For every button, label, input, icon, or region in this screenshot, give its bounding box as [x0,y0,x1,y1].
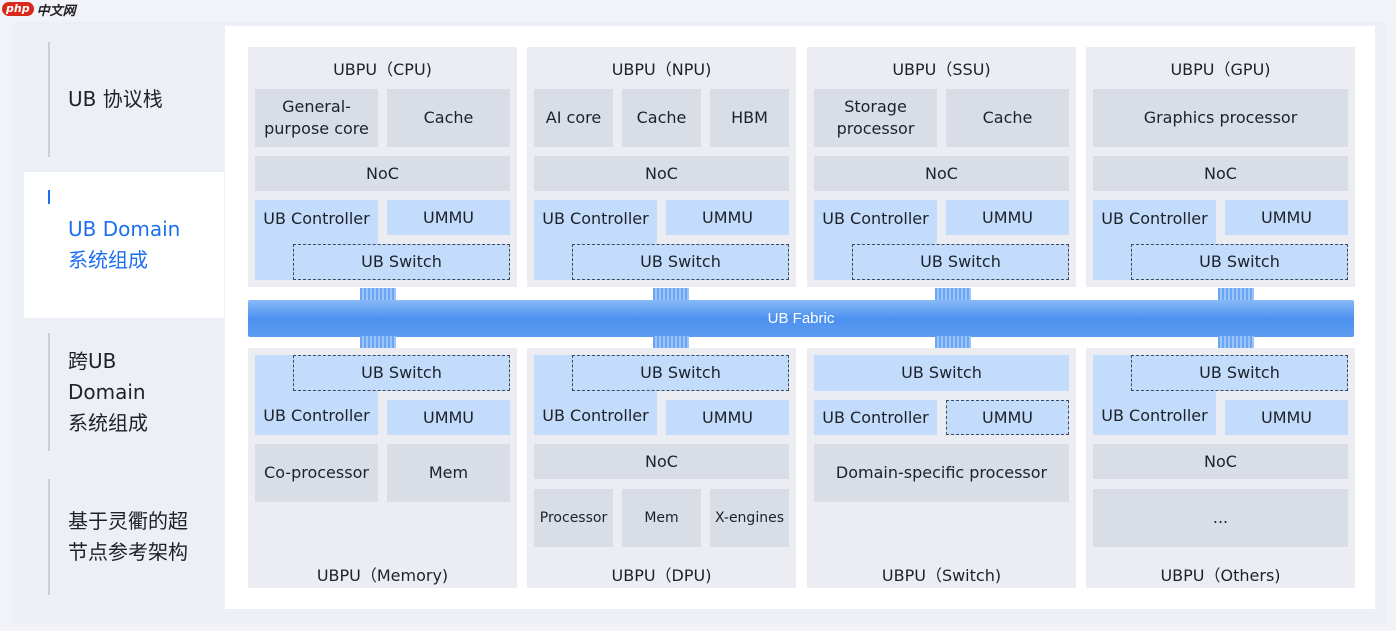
graphics-processor-block: Graphics processor [1093,89,1348,147]
nav-item-supernode-reference[interactable]: 基于灵衢的超 节点参考架构 [24,479,224,595]
ummu-block: UMMU [666,200,789,235]
fabric-connector [1218,336,1254,348]
watermark-badge: php [2,2,34,16]
ai-core-block: AI core [534,89,613,147]
ub-switch-block: UB Switch [1131,244,1348,280]
ub-switch-block: UB Switch [572,355,789,391]
noc-block: NoC [255,156,510,191]
fabric-connector [360,336,396,348]
cache-block: Cache [622,89,701,147]
noc-block: NoC [814,156,1069,191]
noc-block: NoC [534,444,789,479]
cache-block: Cache [946,89,1069,147]
nav-divider [48,479,50,595]
general-purpose-core-block: General- purpose core [255,89,378,147]
panel-title: UBPU（Switch) [881,566,1002,585]
ubpu-cpu-panel: UBPU（CPU) General- purpose core Cache No… [248,47,517,287]
ub-controller-label: UB Controller [822,209,929,228]
ubpu-memory-panel: UB Controller UB Switch UMMU Co-processo… [248,348,517,588]
ubpu-others-panel: UB Controller UB Switch UMMU NoC ... UBP… [1086,348,1355,588]
mem-block: Mem [387,444,510,502]
ub-fabric-label: UB Fabric [767,310,835,327]
nav-item-label: UB Domain 系统组成 [68,217,181,272]
ub-switch-block: UB Switch [293,355,510,391]
ub-switch-block: UB Switch [572,244,789,280]
others-ellipsis-block: ... [1093,489,1348,547]
ub-controller-label: UB Controller [263,209,370,228]
noc-block: NoC [534,156,789,191]
ub-controller-label: UB Controller [1101,209,1208,228]
ubpu-gpu-panel: UBPU（GPU) Graphics processor NoC UB Cont… [1086,47,1355,287]
noc-block: NoC [1093,156,1348,191]
panel-title: UBPU（DPU) [611,566,712,585]
ummu-block: UMMU [1225,400,1348,435]
ubpu-ssu-panel: UBPU（SSU) Storage processor Cache NoC UB… [807,47,1076,287]
fabric-connector [935,288,971,300]
domain-specific-processor-block: Domain-specific processor [814,444,1069,502]
nav-item-label: 跨UB Domain 系统组成 [68,348,148,435]
ub-switch-block: UB Switch [293,244,510,280]
nav-item-ub-domain[interactable]: UB Domain 系统组成 [24,172,224,318]
processor-block: Processor [534,489,613,547]
ub-controller-label: UB Controller [1101,406,1208,425]
ub-switch-block: UB Switch [814,355,1069,391]
noc-block: NoC [1093,444,1348,479]
nav-active-indicator [48,172,50,318]
nav-item-label: UB 协议栈 [68,87,163,111]
ub-controller-block: UB Controller [814,400,937,435]
ummu-block: UMMU [387,400,510,435]
fabric-connector [935,336,971,348]
panel-title: UBPU（Others) [1160,566,1281,585]
nav-item-label: 基于灵衢的超 节点参考架构 [68,509,188,564]
nav-divider [48,333,50,451]
ubpu-dpu-panel: UB Controller UB Switch UMMU NoC Process… [527,348,796,588]
fabric-connector [1218,288,1254,300]
ub-switch-block: UB Switch [852,244,1069,280]
ub-controller-label: UB Controller [263,406,370,425]
panel-title: UBPU（NPU) [611,60,712,79]
ub-switch-block: UB Switch [1131,355,1348,391]
fabric-connector [653,336,689,348]
fabric-connector [360,288,396,300]
storage-processor-block: Storage processor [814,89,937,147]
ub-controller-label: UB Controller [542,209,649,228]
ub-fabric-bar: UB Fabric [248,300,1354,337]
ub-controller-label: UB Controller [542,406,649,425]
watermark: php 中文网 [2,0,76,19]
panel-title: UBPU（Memory) [316,566,449,585]
panel-title: UBPU（SSU) [892,60,991,79]
ummu-block: UMMU [666,400,789,435]
x-engines-block: X-engines [710,489,789,547]
ummu-block: UMMU [946,200,1069,235]
hbm-block: HBM [710,89,789,147]
cache-block: Cache [387,89,510,147]
nav-divider [48,42,50,157]
mem-block: Mem [622,489,701,547]
nav-item-ub-protocol-stack[interactable]: UB 协议栈 [24,42,224,157]
co-processor-block: Co-processor [255,444,378,502]
ubpu-switch-panel: UB Switch UB Controller UMMU Domain-spec… [807,348,1076,588]
ubpu-npu-panel: UBPU（NPU) AI core Cache HBM NoC UB Contr… [527,47,796,287]
fabric-connector [653,288,689,300]
panel-title: UBPU（CPU) [333,60,432,79]
ummu-block: UMMU [387,200,510,235]
panel-title: UBPU（GPU) [1170,60,1271,79]
ummu-block: UMMU [946,400,1069,435]
nav-item-cross-ub-domain[interactable]: 跨UB Domain 系统组成 [24,333,224,451]
ummu-block: UMMU [1225,200,1348,235]
watermark-text: 中文网 [36,3,76,19]
